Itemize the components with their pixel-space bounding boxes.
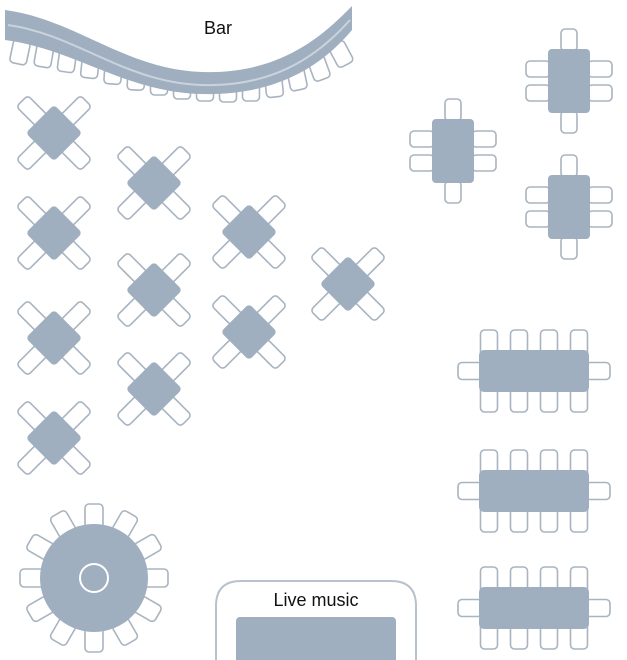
table-top — [27, 206, 81, 260]
bar-label: Bar — [204, 18, 232, 38]
diamond-table — [117, 253, 191, 327]
stage-platform — [236, 617, 396, 660]
chair — [457, 361, 483, 381]
diamond-table — [212, 195, 286, 269]
diamond-table — [17, 96, 91, 170]
diamond-table — [17, 196, 91, 270]
diamond-table — [17, 401, 91, 475]
table-top — [222, 305, 276, 359]
chair — [585, 598, 611, 618]
chair — [471, 130, 497, 148]
chair — [560, 236, 578, 260]
table-top — [479, 470, 589, 512]
chair — [560, 154, 578, 178]
long-table — [457, 329, 611, 413]
table-top — [432, 119, 474, 183]
long-table — [457, 449, 611, 533]
chair — [525, 186, 551, 204]
stage-label: Live music — [273, 590, 358, 610]
rect-table — [525, 154, 613, 260]
chair — [525, 60, 551, 78]
chair — [444, 180, 462, 204]
ten-seat-tables — [457, 329, 611, 650]
chair — [471, 154, 497, 172]
table-top — [479, 587, 589, 629]
table-top — [222, 205, 276, 259]
bar-counter-highlight — [7, 19, 351, 87]
diamond-table — [17, 301, 91, 375]
chair — [585, 361, 611, 381]
diamond-table — [117, 352, 191, 426]
chair — [457, 481, 483, 501]
chair — [587, 186, 613, 204]
chair — [560, 110, 578, 134]
diamond-tables — [17, 96, 385, 475]
stage-outline — [215, 580, 417, 660]
diamond-table — [212, 295, 286, 369]
chair — [525, 210, 551, 228]
rect-table — [409, 98, 497, 204]
chair — [409, 130, 435, 148]
diamond-table — [311, 247, 385, 321]
chair — [585, 481, 611, 501]
table-top — [548, 49, 590, 113]
table-top — [321, 257, 375, 311]
chair — [560, 28, 578, 52]
table-top — [27, 311, 81, 365]
chair — [587, 210, 613, 228]
rect-table — [525, 28, 613, 134]
table-top — [127, 156, 181, 210]
diamond-table — [117, 146, 191, 220]
chair — [525, 84, 551, 102]
chair — [587, 60, 613, 78]
four-seat-tables — [409, 28, 613, 260]
table-top — [127, 263, 181, 317]
table-top — [27, 106, 81, 160]
chair — [444, 98, 462, 122]
table-center-ring — [79, 563, 109, 593]
table-top — [40, 524, 148, 632]
chair — [587, 84, 613, 102]
table-top — [27, 411, 81, 465]
round-table — [19, 503, 169, 653]
bar-counter — [5, 6, 352, 95]
long-table — [457, 566, 611, 650]
table-top — [548, 175, 590, 239]
chair — [457, 598, 483, 618]
stage: Live music — [215, 580, 417, 660]
table-top — [479, 350, 589, 392]
table-top — [127, 362, 181, 416]
chair — [409, 154, 435, 172]
